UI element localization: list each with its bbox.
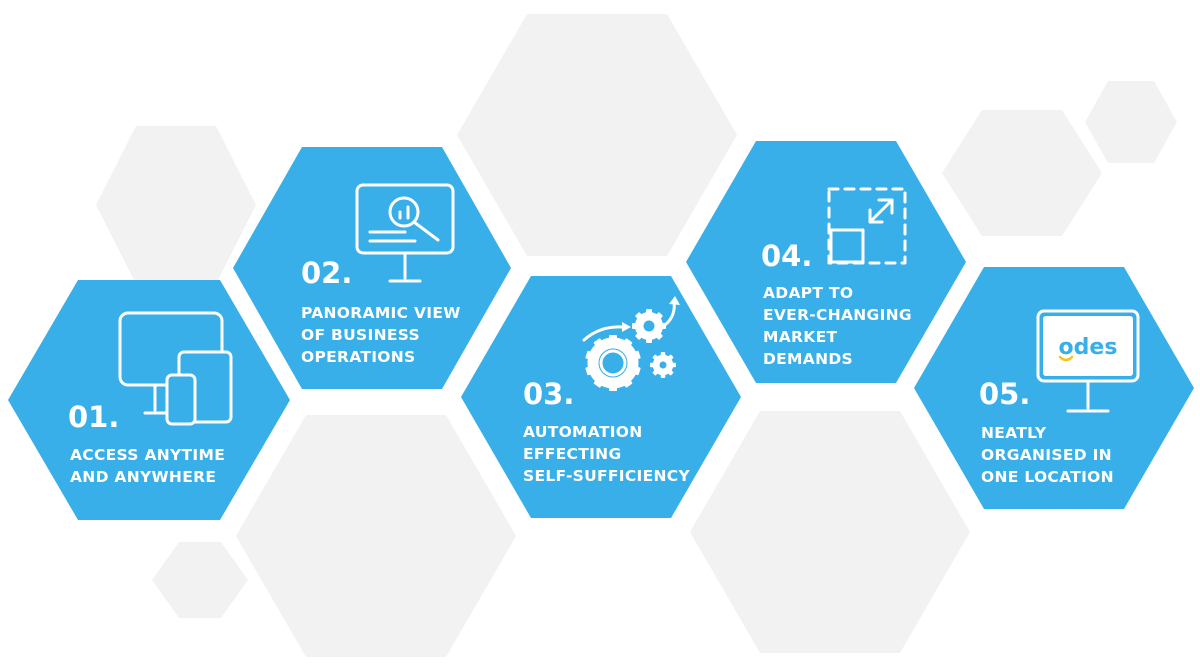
feature-caption-line: ACCESS ANYTIME <box>70 446 225 464</box>
gear-ring <box>587 337 639 389</box>
feature-caption-line: ONE LOCATION <box>981 468 1114 486</box>
feature-hexagon-01: 01. ACCESS ANYTIME AND ANYWHERE <box>8 280 290 520</box>
feature-caption-line: ORGANISED IN <box>981 446 1112 464</box>
feature-hexagon-02: 02. PANORAMIC VIEW OF BUSINESS OPERATION… <box>233 147 511 389</box>
gear-ring <box>634 311 664 341</box>
hexagon-shape <box>233 147 511 389</box>
feature-hexagon-03: 03. AUTOMATION EFFECTING SELF-SUFFICIENC… <box>461 276 741 518</box>
feature-caption-line: OPERATIONS <box>301 348 416 366</box>
feature-caption-line: NEATLY <box>981 424 1047 442</box>
feature-caption-line: DEMANDS <box>763 350 853 368</box>
feature-caption-line: AUTOMATION <box>523 423 643 441</box>
bg-hexagon <box>1085 81 1177 163</box>
monitor-analytics-icon <box>355 183 455 283</box>
feature-caption-line: AND ANYWHERE <box>70 468 216 486</box>
feature-caption-line: MARKET <box>763 328 837 346</box>
gears-icon <box>582 296 680 391</box>
odes-logo: odes <box>1059 335 1118 360</box>
feature-caption-line: SELF-SUFFICIENCY <box>523 467 690 485</box>
hexagon-shape <box>686 141 966 383</box>
hexagon-shape <box>461 276 741 518</box>
bg-hexagon <box>96 126 256 284</box>
gear-ring <box>652 354 674 376</box>
background-hexagons <box>96 14 1177 657</box>
feature-number: 04. <box>761 239 812 273</box>
bg-hexagon <box>152 542 248 618</box>
bg-hexagon <box>942 110 1102 236</box>
feature-hexagon-05: odes 05. NEATLY ORGANISED IN ONE LOCATIO… <box>914 267 1194 509</box>
bg-hexagon <box>690 411 970 653</box>
feature-caption-line: ADAPT TO <box>763 284 853 302</box>
gear-teeth <box>585 335 641 391</box>
feature-caption-line: OF BUSINESS <box>301 326 420 344</box>
feature-number: 05. <box>979 377 1030 411</box>
feature-number: 02. <box>301 256 352 290</box>
bg-hexagon <box>457 14 737 256</box>
devices-icon <box>118 311 233 426</box>
resize-icon <box>827 187 907 265</box>
feature-hexagon-04: 04. ADAPT TO EVER-CHANGING MARKET DEMAND… <box>686 141 966 383</box>
feature-number: 03. <box>523 377 574 411</box>
logo-smile <box>1058 355 1074 362</box>
bg-hexagon <box>236 415 516 657</box>
feature-caption-line: EFFECTING <box>523 445 621 463</box>
hexagon-shape <box>8 280 290 520</box>
feature-caption-line: PANORAMIC VIEW <box>301 304 461 322</box>
feature-number: 01. <box>68 400 119 434</box>
odes-monitor-icon: odes <box>1036 309 1140 413</box>
feature-caption-line: EVER-CHANGING <box>763 306 912 324</box>
